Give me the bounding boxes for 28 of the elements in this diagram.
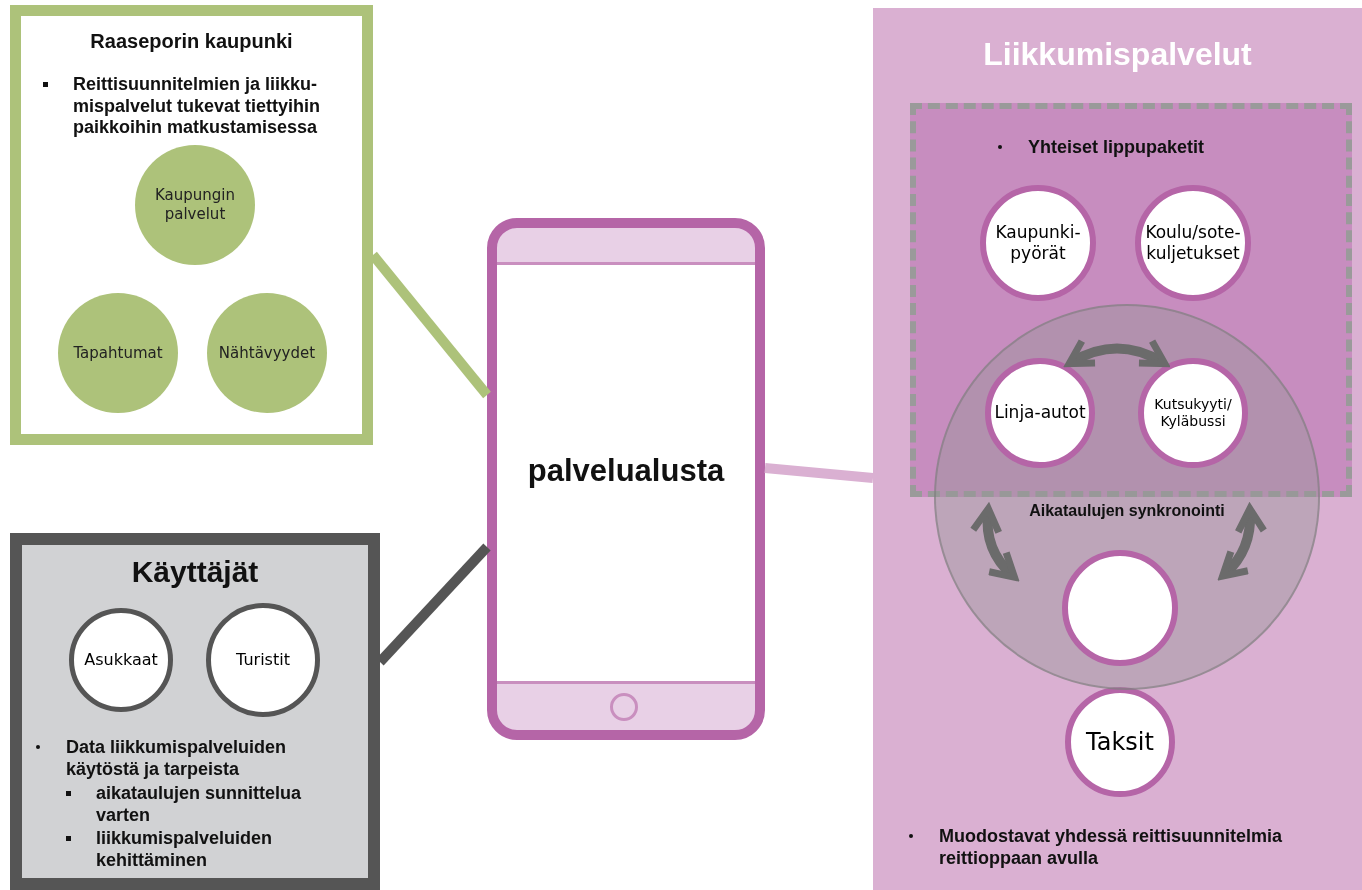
node-label: Asukkaat [84, 650, 158, 670]
node-label: Taksit [1086, 727, 1154, 757]
bullet-text: Muodostavat yhdessä reittisuunnitelmia reittioppaan avulla [939, 826, 1284, 870]
double-arrow [1065, 338, 1169, 368]
double-arrow [970, 505, 1018, 581]
heading: Käyttäjät [130, 555, 260, 589]
heading: Liikkumispalvelut [982, 36, 1253, 73]
panel-box [873, 8, 1362, 890]
bullet-text: liikkumispalveluiden kehittäminen [96, 828, 274, 872]
heading: Raaseporin kaupunki [89, 30, 294, 53]
node-label: Kutsukyyti/ Kyläbussi [1153, 395, 1233, 431]
connector-line [764, 463, 874, 483]
dashed-box [910, 103, 1352, 497]
panel-box [10, 533, 380, 890]
node-label: Koulu/sote-kuljetukset [1144, 221, 1242, 265]
node-label: Linja-autot [994, 402, 1086, 424]
node-label: Turistit [236, 650, 290, 670]
double-arrow [1219, 505, 1267, 580]
node-label: Tapahtumat [73, 343, 163, 363]
node-label: Kaupungin palvelut [154, 186, 236, 224]
smartphone-frame [487, 218, 765, 740]
node-label: Kaupunki-pyörät [994, 221, 1082, 265]
platform-label: palvelualusta [526, 453, 726, 489]
node-label: Nähtävyydet [218, 343, 316, 363]
caption-text: Aikataulujen synkronointi [1028, 502, 1226, 520]
bullet-text: Yhteiset lippupaketit [1028, 137, 1206, 158]
bullet-text: Reittisuunnitelmien ja liikku-mispalvelut tukevat tiettyihin paikkoihin matkustamisessa [73, 74, 322, 139]
panel-box [10, 5, 373, 445]
